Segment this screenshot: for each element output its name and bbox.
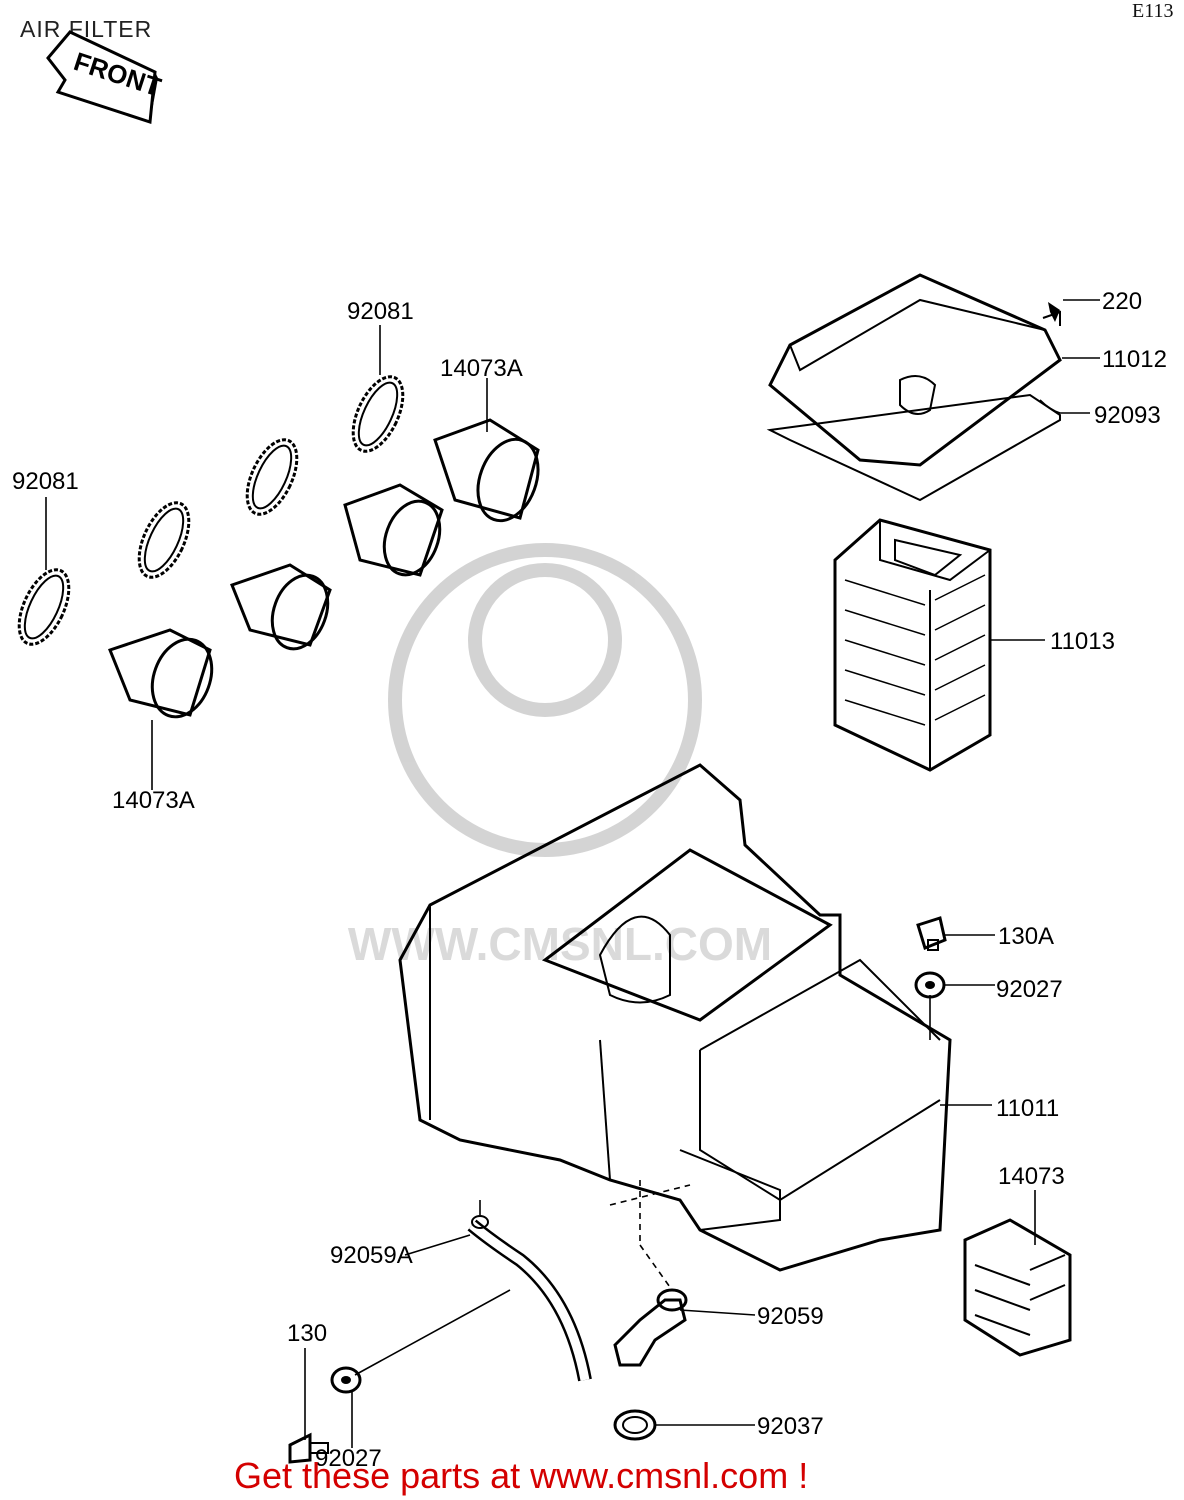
part-label-92093: 92093 [1094, 402, 1161, 429]
part-label-220: 220 [1102, 288, 1143, 315]
part-label-92027: 92027 [996, 976, 1063, 1003]
part-label-14073a: 14073A [440, 355, 523, 382]
leader-lines [45, 299, 1100, 1448]
duct-14073-icon [963, 1218, 1072, 1357]
part-label-92059: 92059 [757, 1303, 824, 1330]
front-arrow-icon: FRONT [46, 30, 165, 125]
watermark-text: WWW.CMSNL.COM [348, 918, 772, 970]
part-label-130a: 130A [998, 923, 1055, 950]
part-label-92037: 92037 [757, 1413, 824, 1440]
diagram-title: AIR FILTER [20, 16, 153, 42]
intake-boot-icon [108, 418, 540, 719]
diagram-code: E113 [1132, 0, 1174, 22]
part-label-11011: 11011 [996, 1095, 1060, 1122]
part-label-130: 130 [287, 1320, 328, 1347]
gasket-ring-icon [17, 375, 405, 646]
hose-clamp-icon [613, 1409, 657, 1441]
part-label-11013: 11013 [1050, 628, 1115, 655]
part-label-92081: 92081 [12, 468, 79, 495]
part-label-14073a: 14073A [112, 787, 195, 814]
air-filter-cover-icon [766, 273, 1062, 502]
part-label-11012: 11012 [1102, 346, 1167, 373]
bolt-icon [288, 310, 1061, 1464]
part-label-92081: 92081 [347, 298, 414, 325]
washer-icon [330, 971, 946, 1394]
part-label-14073: 14073 [998, 1163, 1065, 1190]
watermark-logo: WWW.CMSNL.COM [348, 543, 772, 970]
footer-link[interactable]: Get these parts at www.cmsnl.com ! [234, 1455, 809, 1496]
air-box-housing-icon [398, 763, 952, 1272]
drain-plug-icon [613, 1288, 688, 1367]
drain-hose-icon [467, 1215, 592, 1382]
part-label-92027: 92027 [315, 1445, 382, 1472]
part-label-92059a: 92059A [330, 1242, 413, 1269]
filter-element-icon [833, 518, 992, 772]
